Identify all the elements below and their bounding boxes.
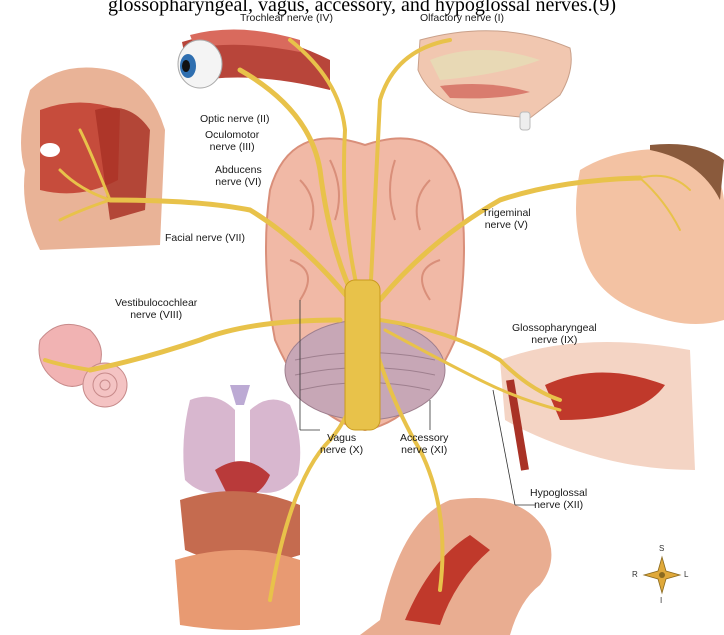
- nasal-cavity-illustration: [418, 31, 571, 130]
- label-oculomotor-line2: nerve (III): [205, 141, 259, 153]
- label-vagus-line1: Vagus: [320, 432, 363, 444]
- label-vestibulocochlear-line1: Vestibulocochlear: [115, 297, 197, 309]
- tongue-illustration: [500, 342, 695, 470]
- label-hypoglossal: Hypoglossal nerve (XII): [530, 487, 587, 511]
- label-glossopharyngeal-line1: Glossopharyngeal: [512, 322, 597, 334]
- label-vestibulocochlear: Vestibulocochlear nerve (VIII): [115, 297, 197, 321]
- label-optic-line1: Optic nerve (II): [200, 113, 269, 125]
- compass-r: R: [632, 570, 638, 579]
- label-trochlear-line1: Trochlear nerve (IV): [240, 12, 333, 24]
- label-vestibulocochlear-line2: nerve (VIII): [115, 309, 197, 321]
- label-hypoglossal-line1: Hypoglossal: [530, 487, 587, 499]
- label-oculomotor-line1: Oculomotor: [205, 129, 259, 141]
- label-glossopharyngeal-line2: nerve (IX): [512, 334, 597, 346]
- organs-illustration: [175, 385, 300, 630]
- compass-rose-icon: [644, 557, 680, 593]
- label-abducens: Abducens nerve (VI): [215, 164, 262, 188]
- label-trigeminal-line1: Trigeminal: [482, 207, 531, 219]
- label-olfactory-line1: Olfactory nerve (I): [420, 12, 504, 24]
- label-accessory-line2: nerve (XI): [400, 444, 448, 456]
- label-trigeminal: Trigeminal nerve (V): [482, 207, 531, 231]
- label-accessory-line1: Accessory: [400, 432, 448, 444]
- label-trochlear: Trochlear nerve (IV): [240, 12, 333, 24]
- label-abducens-line1: Abducens: [215, 164, 262, 176]
- head-right-illustration: [576, 144, 724, 324]
- label-trigeminal-line2: nerve (V): [482, 219, 531, 231]
- compass-l: L: [684, 570, 688, 579]
- label-oculomotor: Oculomotor nerve (III): [205, 129, 259, 153]
- label-facial-line1: Facial nerve (VII): [165, 232, 245, 244]
- neck-illustration: [360, 498, 551, 635]
- label-hypoglossal-line2: nerve (XII): [530, 499, 587, 511]
- label-vagus: Vagus nerve (X): [320, 432, 363, 456]
- label-vagus-line2: nerve (X): [320, 444, 363, 456]
- compass-s: S: [659, 544, 664, 553]
- compass-i: I: [660, 596, 662, 605]
- label-olfactory: Olfactory nerve (I): [420, 12, 504, 24]
- label-facial: Facial nerve (VII): [165, 232, 245, 244]
- label-glossopharyngeal: Glossopharyngeal nerve (IX): [512, 322, 597, 346]
- label-optic: Optic nerve (II): [200, 113, 269, 125]
- label-accessory: Accessory nerve (XI): [400, 432, 448, 456]
- label-abducens-line2: nerve (VI): [215, 176, 262, 188]
